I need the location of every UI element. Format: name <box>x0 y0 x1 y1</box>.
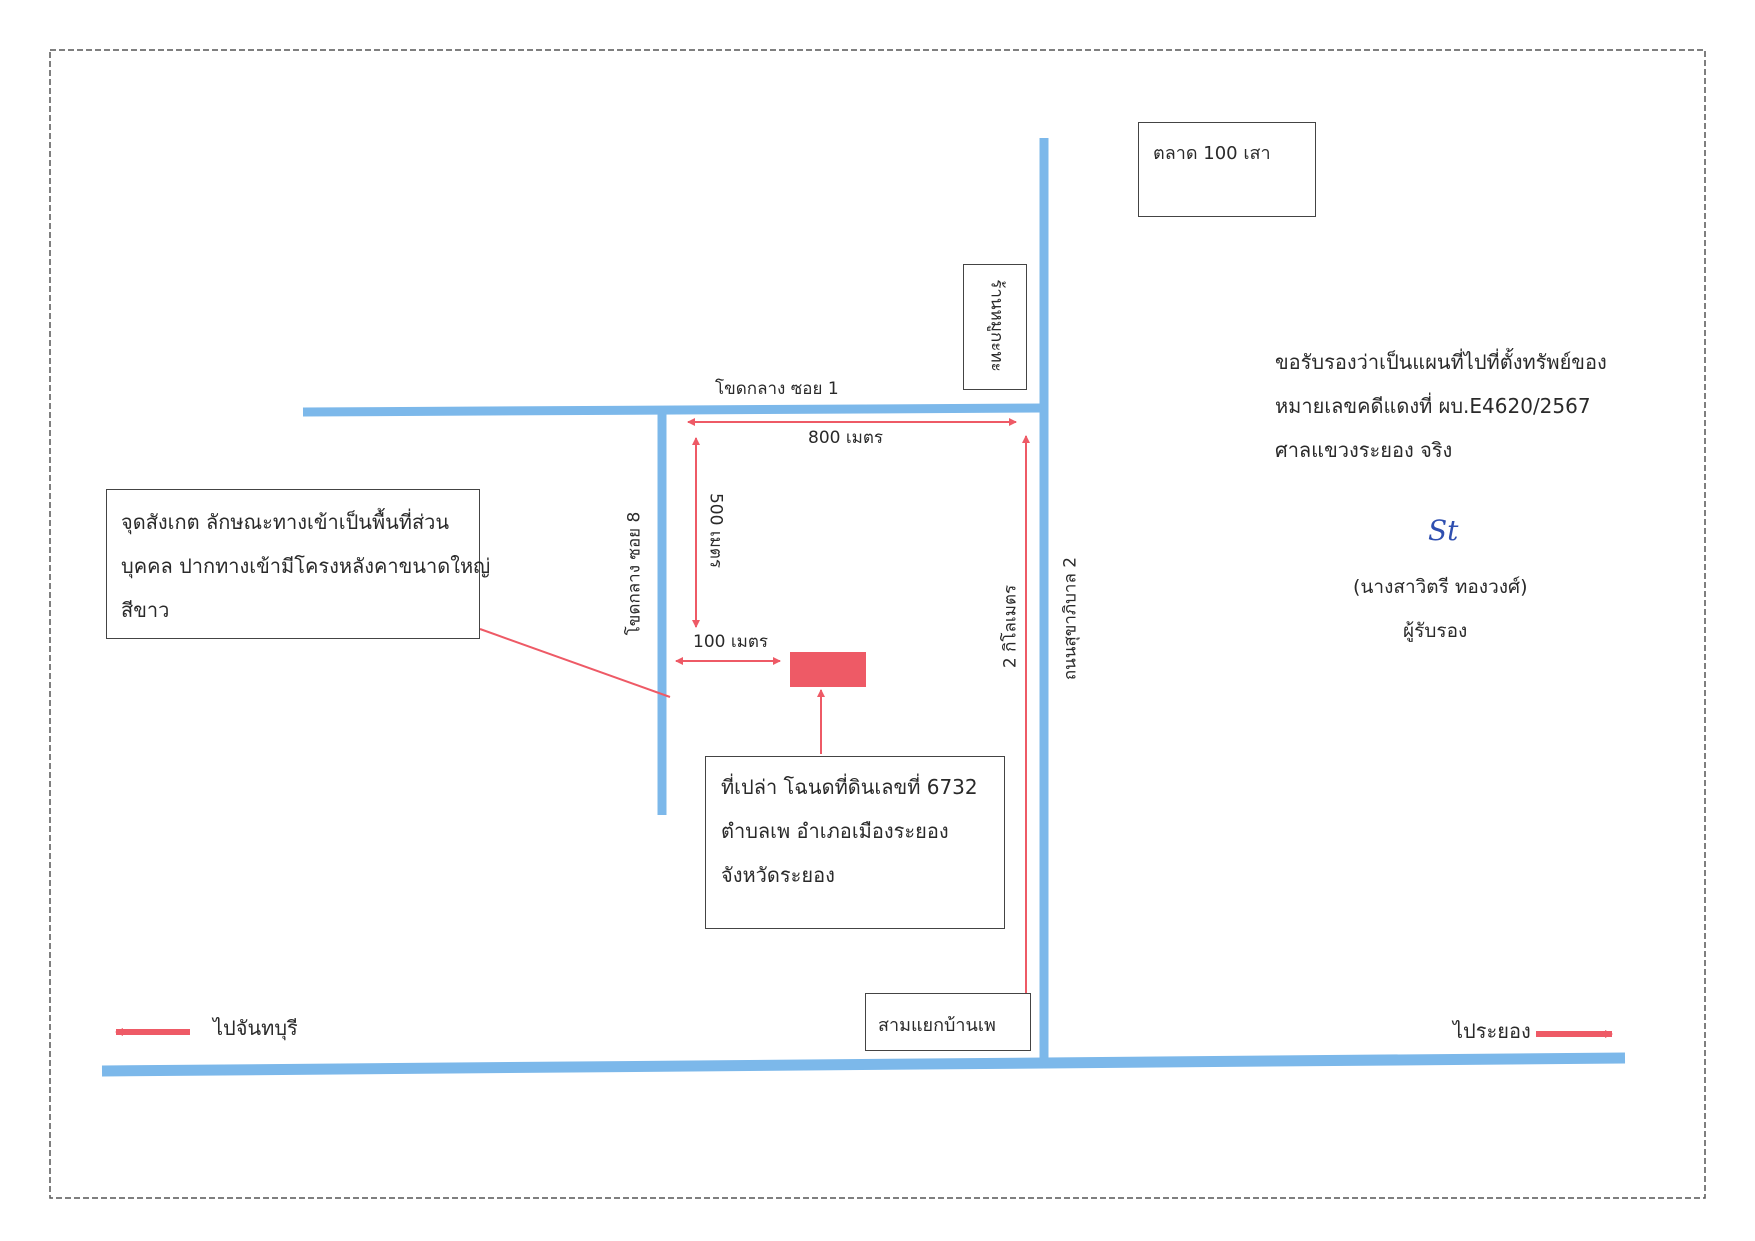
observation-line-2: บุคคล ปากทางเข้ามีโครงหลังคาขนาดใหญ่ <box>121 554 491 578</box>
direction-west-label: ไปจันทบุรี <box>213 1016 298 1040</box>
road-label-sukhaphiban-2: ถนนสุขาภิบาล 2 <box>1060 556 1081 681</box>
certification-line-1: ขอรับรองว่าเป็นแผนที่ไปที่ตั้งทรัพย์ของ <box>1275 350 1607 374</box>
certification-line-2: หมายเลขคดีแดงที่ ผบ.E4620/2567 <box>1275 394 1591 418</box>
shop-label: ร้านหมูกะทะ <box>986 279 1007 372</box>
main-road <box>101 1052 1626 1077</box>
property-box: ที่เปล่า โฉนดที่ดินเลขที่ 6732 ตำบลเพ อำ… <box>705 756 1005 929</box>
road-label-soi-8: โขดกลาง ซอย 8 <box>624 511 645 636</box>
property-line-1: ที่เปล่า โฉนดที่ดินเลขที่ 6732 <box>721 775 978 799</box>
property-line-3: จังหวัดระยอง <box>721 863 835 887</box>
distance-label-800: 800 เมตร <box>808 428 884 448</box>
observation-line-3: สีขาว <box>121 598 170 622</box>
distance-label-500: 500 เมตร <box>705 492 726 569</box>
road-label-soi-1: โขดกลาง ซอย 1 <box>715 379 839 399</box>
observation-line-1: จุดสังเกต ลักษณะทางเข้าเป็นพื้นที่ส่วน <box>121 510 450 534</box>
market-label: ตลาด 100 เสา <box>1153 143 1271 164</box>
distance-label-2km: 2 กิโลเมตร <box>1000 584 1021 669</box>
road-soi-1 <box>302 403 1045 417</box>
map-frame <box>49 49 1706 1199</box>
observation-pointer <box>479 628 671 698</box>
signature: St <box>1428 514 1459 547</box>
market-box: ตลาด 100 เสา <box>1138 122 1316 217</box>
direction-east-label: ไประยอง <box>1453 1019 1531 1043</box>
certifier-name: (นางสาวิตรี ทองวงศ์) <box>1353 576 1528 598</box>
observation-box: จุดสังเกต ลักษณะทางเข้าเป็นพื้นที่ส่วน บ… <box>106 489 491 639</box>
distance-label-100: 100 เมตร <box>693 632 769 652</box>
junction-label: สามแยกบ้านเพ <box>878 1015 996 1036</box>
certification-line-3: ศาลแขวงระยอง จริง <box>1275 438 1453 462</box>
shop-box: ร้านหมูกะทะ <box>963 264 1027 390</box>
junction-box: สามแยกบ้านเพ <box>865 993 1031 1051</box>
property-line-2: ตำบลเพ อำเภอเมืองระยอง <box>721 819 949 843</box>
certifier-role: ผู้รับรอง <box>1403 620 1468 642</box>
property-marker <box>790 652 866 687</box>
